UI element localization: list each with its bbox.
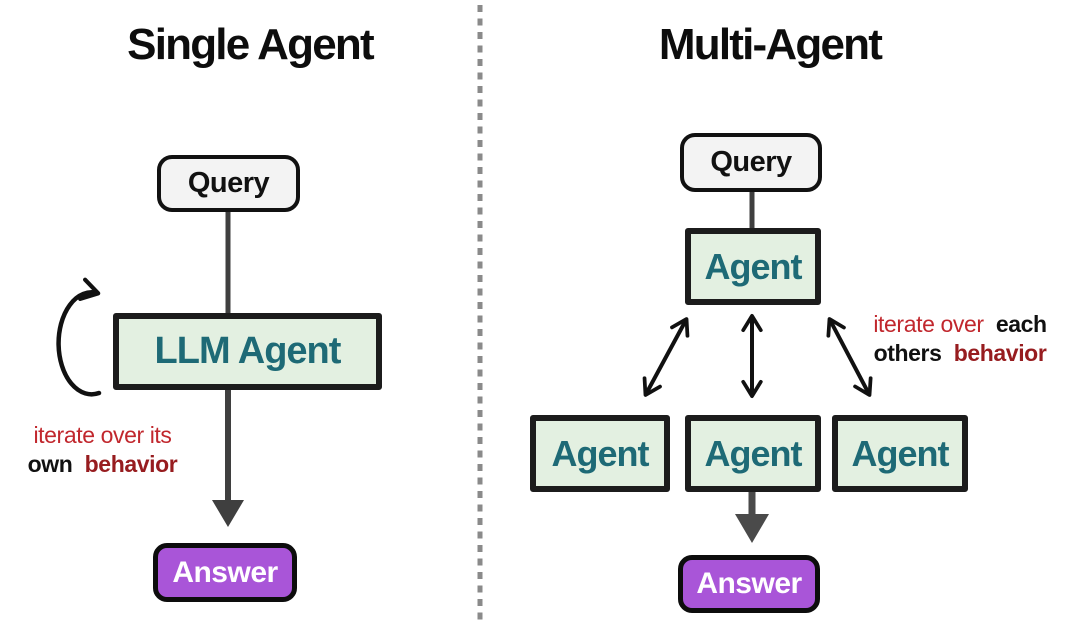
right-query-box: Query xyxy=(680,133,822,192)
right-annotation: iterate over each others behavior xyxy=(855,310,1065,368)
left-annotation-behavior: behavior xyxy=(84,451,178,477)
left-annotation-own: own xyxy=(27,451,73,477)
left-query-box: Query xyxy=(157,155,300,212)
single-agent-title: Single Agent xyxy=(127,20,374,69)
left-down-arrow-icon xyxy=(212,390,244,527)
worker-agent-label-1: Agent xyxy=(551,432,650,474)
coordinator-agent-label: Agent xyxy=(704,245,803,287)
llm-agent-label: LLM Agent xyxy=(154,330,342,372)
worker-agent-label-2: Agent xyxy=(704,432,803,474)
right-annotation-each: each xyxy=(995,311,1047,337)
right-annotation-others: others xyxy=(873,340,942,366)
left-annotation-line1: iterate over its xyxy=(33,422,172,448)
left-answer-box: Answer xyxy=(153,543,297,602)
llm-agent-box: LLM Agent xyxy=(113,313,382,390)
self-loop-arrow-icon xyxy=(56,277,102,397)
right-answer-box: Answer xyxy=(678,555,820,613)
left-annotation: iterate over its own behavior xyxy=(0,421,205,479)
left-query-label: Query xyxy=(187,167,270,199)
right-query-label: Query xyxy=(710,146,792,178)
left-answer-label: Answer xyxy=(172,555,278,589)
agent-interaction-arrows xyxy=(642,314,873,398)
right-annotation-iterate: iterate over xyxy=(873,311,984,337)
right-answer-label: Answer xyxy=(696,567,802,600)
worker-agent-box-2: Agent xyxy=(685,415,821,492)
right-down-arrow-icon xyxy=(735,492,769,543)
double-arrow-left-icon xyxy=(642,317,690,397)
multi-agent-title: Multi-Agent xyxy=(658,20,883,69)
worker-agent-box-3: Agent xyxy=(832,415,968,492)
worker-agent-label-3: Agent xyxy=(851,432,950,474)
right-annotation-behavior: behavior xyxy=(953,340,1047,366)
coordinator-agent-box: Agent xyxy=(685,228,821,305)
worker-agent-box-1: Agent xyxy=(530,415,670,492)
